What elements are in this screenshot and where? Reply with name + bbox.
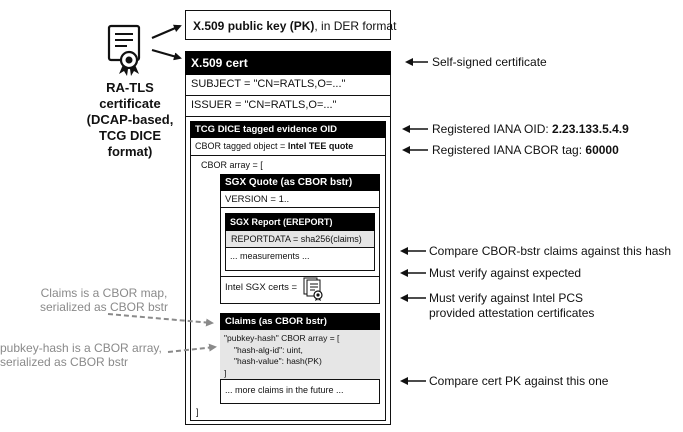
sgx-certs-text: Intel SGX certs =: [225, 282, 298, 293]
note-line: Claims is a CBOR map,: [40, 286, 168, 300]
certificate-label-line: format): [107, 144, 153, 159]
verify-pcs-line: Must verify against Intel PCS: [429, 291, 584, 305]
claims-header: Claims (as CBOR bstr): [220, 313, 380, 330]
tagged-object-prefix: CBOR tagged object =: [195, 141, 288, 151]
note-line: pubkey-hash is a CBOR array,: [0, 341, 162, 355]
cbor-array-close: ]: [196, 407, 199, 417]
certificate-icon: [105, 24, 149, 78]
cbor-tag-value: 60000: [585, 143, 619, 157]
evidence-header: TCG DICE tagged evidence OID: [190, 121, 386, 138]
tagged-object-value: Intel TEE quote: [287, 141, 354, 151]
measurements-row: ... measurements ...: [225, 248, 375, 266]
tagged-object-row: CBOR tagged object = Intel TEE quote: [190, 138, 386, 156]
claims-map-note: Claims is a CBOR map, serialized as CBOR…: [36, 286, 172, 314]
more-claims-row: ... more claims in the future ...: [220, 381, 380, 403]
sgx-report-header: SGX Report (EREPORT): [225, 213, 375, 231]
cbor-tag-annotation: Registered IANA CBOR tag: 60000: [432, 143, 619, 157]
measurements-text: ... measurements ...: [230, 251, 310, 261]
pubkey-hash-block: "pubkey-hash" CBOR array = [ "hash-alg-i…: [220, 330, 380, 380]
cbor-tag-prefix: Registered IANA CBOR tag:: [432, 143, 586, 157]
x509-cert-header: X.509 cert: [185, 51, 391, 75]
verify-pcs-line: provided attestation certificates: [429, 306, 595, 320]
oid-prefix: Registered IANA OID:: [432, 122, 553, 136]
arrow-icon: [151, 48, 182, 61]
public-key-title: X.509 public key (PK): [193, 19, 315, 33]
more-claims-text: ... more claims in the future ...: [225, 385, 344, 395]
arrow-icon: [151, 24, 182, 40]
version-text: VERSION = 1..: [225, 194, 290, 205]
pubkey-hash-line: "hash-value": hash(PK): [234, 356, 322, 366]
subject-text: SUBJECT = "CN=RATLS,O=...": [191, 78, 346, 90]
public-key-format: , in DER format: [314, 19, 397, 33]
oid-value: 2.23.133.5.4.9: [552, 122, 629, 136]
subject-row: SUBJECT = "CN=RATLS,O=...": [185, 75, 391, 96]
x509-cert-title: X.509 cert: [191, 56, 248, 70]
pubkey-hash-line: "pubkey-hash" CBOR array = [: [224, 333, 340, 343]
version-row: VERSION = 1..: [220, 191, 380, 208]
sgx-quote-header: SGX Quote (as CBOR bstr): [220, 174, 380, 191]
cbor-array-open: CBOR array = [: [201, 160, 263, 170]
certificate-label-line: certificate: [99, 96, 161, 111]
certificate-label: RA-TLS certificate (DCAP-based, TCG DICE…: [78, 80, 182, 160]
arrow-icon: [167, 343, 217, 353]
certificate-stack-icon: [303, 277, 325, 301]
pubkey-note: pubkey-hash is a CBOR array, serialized …: [0, 341, 166, 369]
evidence-title: TCG DICE tagged evidence OID: [195, 124, 337, 135]
certificate-label-line: TCG DICE: [98, 128, 162, 143]
pubkey-hash-line: ]: [224, 367, 227, 378]
sgx-report-title: SGX Report (EREPORT): [230, 217, 333, 227]
compare-hash-annotation: Compare CBOR-bstr claims against this ha…: [429, 244, 672, 258]
issuer-text: ISSUER = "CN=RATLS,O=...": [191, 99, 337, 111]
public-key-box: X.509 public key (PK), in DER format: [185, 10, 396, 40]
claims-title: Claims (as CBOR bstr): [225, 316, 327, 327]
certificate-label-line: RA-TLS: [106, 80, 154, 95]
reportdata-text: REPORTDATA = sha256(claims): [231, 234, 362, 244]
compare-pk-annotation: Compare cert PK against this one: [429, 374, 609, 388]
reportdata-row: REPORTDATA = sha256(claims): [225, 231, 375, 248]
oid-annotation: Registered IANA OID: 2.23.133.5.4.9: [432, 122, 629, 136]
sgx-certs-row: Intel SGX certs =: [220, 276, 380, 304]
verify-expected-annotation: Must verify against expected: [429, 266, 582, 280]
issuer-row: ISSUER = "CN=RATLS,O=...": [185, 96, 391, 117]
arrow-icon: [107, 313, 214, 327]
sgx-quote-title: SGX Quote (as CBOR bstr): [225, 177, 353, 188]
pubkey-hash-line: "hash-alg-id": uint,: [234, 344, 303, 355]
note-line: serialized as CBOR bstr: [39, 300, 169, 314]
certificate-label-line: (DCAP-based,: [86, 112, 174, 127]
self-signed-annotation: Self-signed certificate: [432, 55, 547, 69]
verify-pcs-annotation: Must verify against Intel PCS provided a…: [429, 291, 594, 321]
note-line: serialized as CBOR bstr: [0, 355, 129, 369]
